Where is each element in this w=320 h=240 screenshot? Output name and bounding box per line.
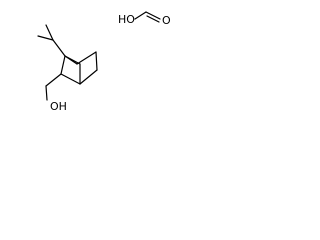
bond-c2-c3 [52,39,66,57]
bond-c6-c1 [79,69,98,85]
hydroxyl-label: OH [50,100,67,113]
bond-formic-c-o-2 [146,15,160,23]
bond-c2-methyl-a [37,35,54,41]
bond-c2-methyl-b [45,24,54,41]
bond-c3-c7 [60,55,66,75]
bond-c1-c7 [60,73,81,85]
structure-diagram: OH HO O [37,11,171,113]
bond-c4-c5 [76,51,97,65]
formic-ho-label: HO [118,13,135,26]
bond-c3-bridge [64,55,81,65]
formic-o-label: O [162,14,171,27]
bond-ch2-oh [45,85,48,101]
bond-formic-o-c [134,11,147,20]
bond-c5-c6 [95,51,98,71]
bond-formic-c-o-1 [145,11,161,20]
bond-c7-ch2 [45,73,62,87]
